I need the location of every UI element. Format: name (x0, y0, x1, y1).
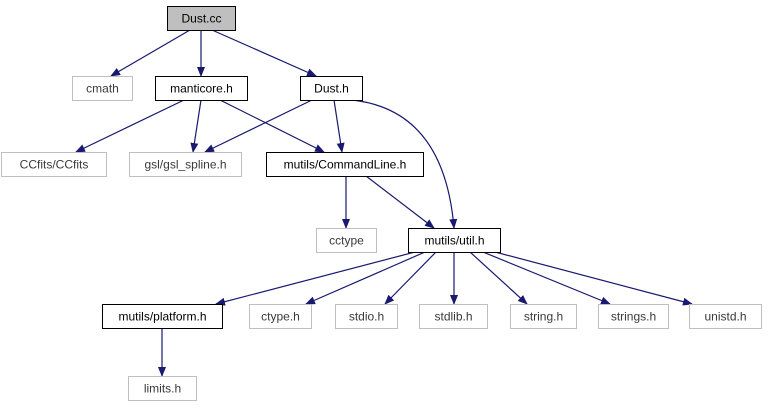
node-label: manticore.h (170, 82, 233, 96)
node-ccfits: CCfits/CCfits (1, 152, 107, 177)
edge-util_h-to-string_h (469, 251, 528, 305)
node-box (102, 304, 223, 329)
node-box (129, 152, 242, 177)
node-ctype-h: ctype.h (249, 304, 312, 329)
node-label: cmath (86, 82, 119, 96)
node-label: string.h (524, 310, 563, 324)
node-util-h[interactable]: mutils/util.h (408, 228, 501, 253)
edge-manticore_h-to-ccfits (75, 99, 185, 153)
node-box (598, 304, 669, 329)
node-box (300, 76, 363, 101)
edge-util_h-to-strings_h (482, 251, 611, 305)
edge-dust_h-to-commandline_h (333, 99, 345, 153)
node-unistd-h: unistd.h (689, 304, 762, 329)
edge-util_h-to-unistd_h (494, 251, 693, 306)
edge-manticore_h-to-gsl_spline (190, 99, 202, 153)
edge-dust_cc-to-cmath (110, 29, 191, 77)
edge-util_h-to-ctype_h (305, 251, 426, 305)
node-label: stdlib.h (434, 310, 472, 324)
node-label: mutils/util.h (424, 234, 484, 248)
nodes-layer: Dust.cc cmath manticore.h Dust.hCCfits/CCfi… (1, 6, 762, 401)
node-box (167, 6, 236, 31)
node-label: stdio.h (349, 310, 384, 324)
edge-util_h-to-stdio_h (384, 251, 437, 305)
node-label: strings.h (611, 310, 656, 324)
edge-dust_h-to-util_h (351, 99, 458, 229)
node-box (510, 304, 577, 329)
node-box (316, 228, 377, 253)
node-label: unistd.h (704, 310, 746, 324)
node-box (335, 304, 398, 329)
node-label: CCfits/CCfits (20, 158, 89, 172)
node-box (408, 228, 501, 253)
edge-dust_cc-to-dust_h (211, 29, 317, 77)
node-box (249, 304, 312, 329)
node-stdlib-h: stdlib.h (419, 304, 488, 329)
node-box (155, 76, 248, 101)
node-box (266, 152, 424, 177)
node-label: Dust.cc (181, 12, 221, 26)
node-label: mutils/platform.h (118, 310, 206, 324)
node-strings-h: strings.h (598, 304, 669, 329)
node-label: cctype (329, 234, 364, 248)
node-box (1, 152, 107, 177)
node-platform-h[interactable]: mutils/platform.h (102, 304, 223, 329)
edge-util_h-to-platform_h (215, 251, 416, 306)
edge-manticore_h-to-commandline_h (219, 99, 325, 153)
node-dust-h[interactable]: Dust.h (300, 76, 363, 101)
edges-layer (75, 29, 693, 377)
node-box (128, 376, 197, 401)
node-box (419, 304, 488, 329)
node-label: gsl/gsl_spline.h (144, 158, 226, 172)
node-label: ctype.h (261, 310, 300, 324)
node-box (689, 304, 762, 329)
node-label: limits.h (144, 382, 181, 396)
node-gsl-spline: gsl/gsl_spline.h (129, 152, 242, 177)
node-commandline-h[interactable]: mutils/CommandLine.h (266, 152, 424, 177)
node-limits-h: limits.h (128, 376, 197, 401)
node-string-h: string.h (510, 304, 577, 329)
node-cmath: cmath (72, 76, 133, 101)
node-box (72, 76, 133, 101)
edge-commandline_h-to-util_h (365, 175, 435, 229)
node-cctype: cctype (316, 228, 377, 253)
node-label: mutils/CommandLine.h (284, 158, 407, 172)
edge-dust_h-to-gsl_spline (204, 99, 313, 153)
node-label: Dust.h (314, 82, 349, 96)
node-dust-cc[interactable]: Dust.cc (167, 6, 236, 31)
node-stdio-h: stdio.h (335, 304, 398, 329)
node-manticore-h[interactable]: manticore.h (155, 76, 248, 101)
